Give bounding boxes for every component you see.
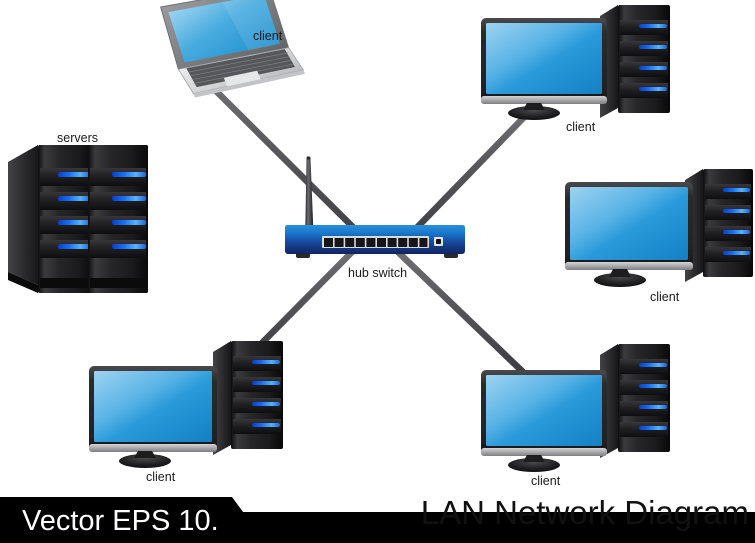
laptop-keyboard xyxy=(186,49,295,88)
client-monitor-mr xyxy=(565,182,693,287)
router-antenna xyxy=(305,156,314,246)
server-rack-group[interactable] xyxy=(8,145,148,293)
label-client-mid-right: client xyxy=(650,290,680,304)
router-ports xyxy=(324,238,428,247)
page-title: LAN Network Diagram xyxy=(420,494,749,531)
client-bottom-right[interactable] xyxy=(481,344,670,472)
laptop-device[interactable] xyxy=(160,0,306,100)
client-monitor-br xyxy=(481,370,607,472)
cable-links xyxy=(136,82,570,376)
client-tower-br xyxy=(600,344,670,458)
label-client-laptop: client xyxy=(253,29,283,43)
label-hub-switch: hub switch xyxy=(348,266,408,280)
server-tower-right xyxy=(88,145,148,293)
laptop-screen xyxy=(168,0,281,63)
client-bottom-left[interactable] xyxy=(89,341,283,468)
hub-switch-device[interactable] xyxy=(285,156,465,258)
client-top-right[interactable] xyxy=(481,5,670,120)
laptop-trackpad xyxy=(223,70,262,89)
client-mid-right[interactable] xyxy=(565,169,753,287)
client-tower-tr xyxy=(600,5,670,118)
eps-badge-block xyxy=(0,497,232,543)
eps-badge-text: Vector EPS 10. xyxy=(22,505,219,537)
server-tower-left xyxy=(8,145,94,293)
client-monitor-bl xyxy=(89,366,217,468)
client-tower-mr xyxy=(685,169,753,282)
router-top-face xyxy=(285,225,465,232)
client-monitor-tr xyxy=(481,18,607,120)
label-servers: servers xyxy=(57,131,98,145)
label-client-top-right: client xyxy=(566,120,596,134)
eps-badge-wedge xyxy=(232,497,266,543)
label-client-bottom-right: client xyxy=(531,474,561,488)
cable-client-br-hub xyxy=(394,248,527,376)
cable-client-bl-hub xyxy=(246,248,356,359)
cable-client-tr-hub xyxy=(398,106,535,247)
cable-laptop-hub xyxy=(207,82,376,250)
label-client-bottom-left: client xyxy=(146,470,176,484)
client-tower-bl xyxy=(213,341,283,455)
